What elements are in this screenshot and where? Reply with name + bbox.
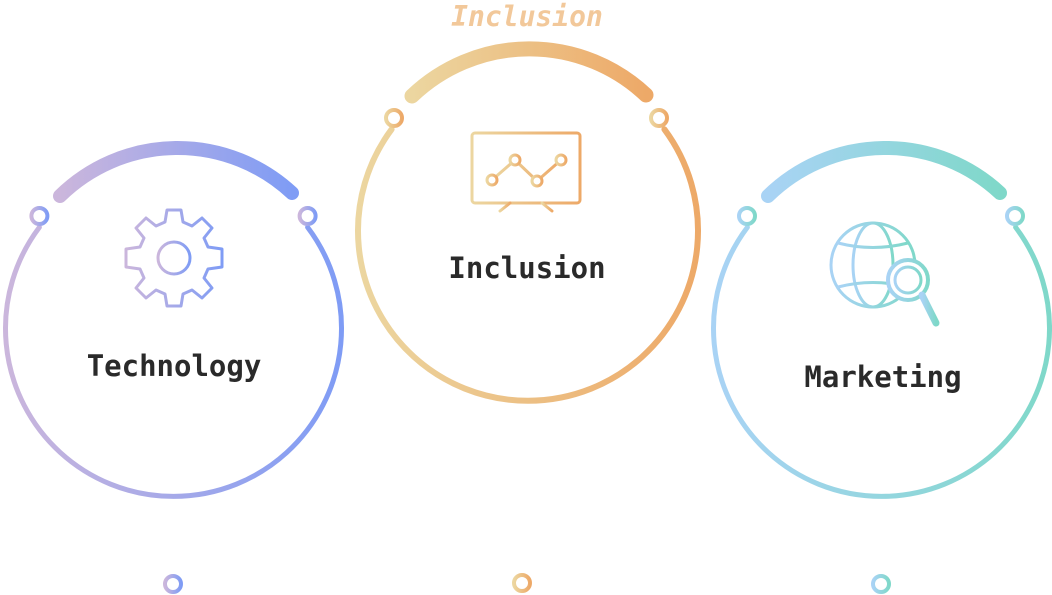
marketing-label: Marketing xyxy=(804,360,961,394)
tech-top-arc xyxy=(53,141,299,203)
marketing-ring-right-dot xyxy=(1005,206,1025,226)
marketing-ring-left-dot xyxy=(737,206,757,226)
tech-stem-dot xyxy=(163,574,183,594)
tech-ring-right-dot xyxy=(297,206,318,226)
inclusion-ring-right-dot xyxy=(649,108,669,128)
monitor-chart-icon xyxy=(470,131,582,213)
gear-icon xyxy=(124,208,224,308)
inclusion-ring xyxy=(355,126,701,404)
marketing-top-arc xyxy=(761,141,1007,203)
globe-search-icon xyxy=(829,221,940,327)
node-technology: Technology xyxy=(3,141,344,594)
tech-ring-left-dot xyxy=(29,206,50,226)
marketing-ring xyxy=(711,224,1052,499)
node-marketing: Marketing xyxy=(711,141,1052,594)
tech-label: Technology xyxy=(87,349,262,383)
inclusion-ring-left-dot xyxy=(384,108,404,128)
inclusion-stem-dot xyxy=(512,573,532,593)
node-inclusion: Inclusion xyxy=(355,41,701,593)
inclusion-label: Inclusion xyxy=(448,251,605,285)
marketing-stem-dot xyxy=(871,574,891,594)
inclusion-top-arc xyxy=(404,41,654,104)
top-caption: Inclusion xyxy=(451,0,603,33)
tech-ring xyxy=(3,224,344,499)
